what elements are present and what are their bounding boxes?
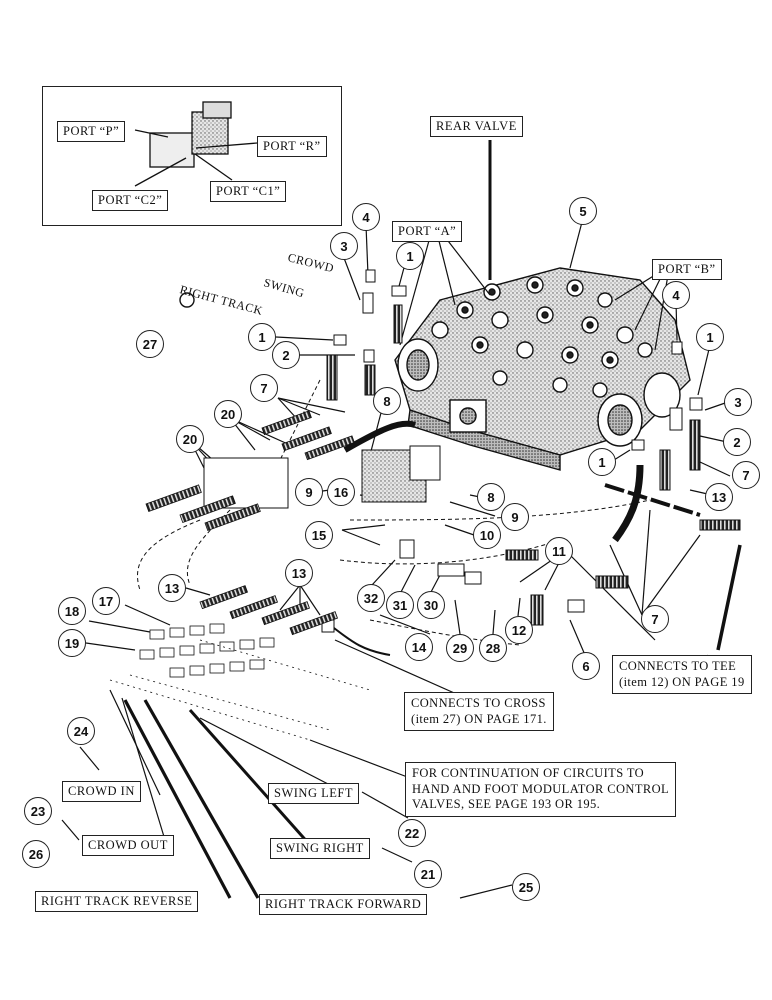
callout-4: 4 xyxy=(352,203,380,231)
callout-7: 7 xyxy=(732,461,760,489)
callout-1: 1 xyxy=(588,448,616,476)
crowd-in-label: CROWD IN xyxy=(62,781,141,802)
callout-25: 25 xyxy=(512,873,540,901)
callout-27: 27 xyxy=(136,330,164,358)
callout-6: 6 xyxy=(572,652,600,680)
callout-24: 24 xyxy=(67,717,95,745)
right-track-forward-label: RIGHT TRACK FORWARD xyxy=(259,894,428,915)
callout-20: 20 xyxy=(176,425,204,453)
callout-28: 28 xyxy=(479,634,507,662)
callout-5: 5 xyxy=(569,197,597,225)
callout-10: 10 xyxy=(473,521,501,549)
callout-22: 22 xyxy=(398,819,426,847)
callout-31: 31 xyxy=(386,591,414,619)
callout-16: 16 xyxy=(327,478,355,506)
rear-valve-label: REAR VALVE xyxy=(430,116,523,137)
callout-11: 11 xyxy=(545,537,573,565)
callout-19: 19 xyxy=(58,629,86,657)
callout-1: 1 xyxy=(248,323,276,351)
callout-3: 3 xyxy=(724,388,752,416)
hose-bundles xyxy=(109,292,371,741)
callout-26: 26 xyxy=(22,840,50,868)
swing-left-label: SWING LEFT xyxy=(268,783,359,804)
callout-8: 8 xyxy=(373,387,401,415)
callout-17: 17 xyxy=(92,587,120,615)
callout-8: 8 xyxy=(477,483,505,511)
callout-13: 13 xyxy=(705,483,733,511)
inset-port-r-label: PORT “R” xyxy=(257,136,327,157)
callout-12: 12 xyxy=(505,616,533,644)
callout-13: 13 xyxy=(158,574,186,602)
port-a-label: PORT “A” xyxy=(392,221,463,242)
callout-15: 15 xyxy=(305,521,333,549)
callout-21: 21 xyxy=(414,860,442,888)
callout-3: 3 xyxy=(330,232,358,260)
continuation-note: FOR CONTINUATION OF CIRCUITS TO HAND AND… xyxy=(405,762,677,817)
callout-14: 14 xyxy=(405,633,433,661)
connects-to-tee-note: CONNECTS TO TEE (item 12) ON PAGE 19 xyxy=(612,655,752,695)
callout-18: 18 xyxy=(58,597,86,625)
callout-2: 2 xyxy=(723,428,751,456)
callout-1: 1 xyxy=(396,242,424,270)
callout-7: 7 xyxy=(641,605,669,633)
port-b-label: PORT “B” xyxy=(652,259,722,280)
connects-to-cross-note: CONNECTS TO CROSS (item 27) ON PAGE 171. xyxy=(404,692,554,732)
right-track-reverse-label: RIGHT TRACK REVERSE xyxy=(35,891,199,912)
inset-port-c1-label: PORT “C1” xyxy=(210,181,287,202)
inset-port-c2-label: PORT “C2” xyxy=(92,190,169,211)
fittings xyxy=(203,269,741,633)
callout-13: 13 xyxy=(285,559,313,587)
crowd-out-label: CROWD OUT xyxy=(82,835,174,856)
callout-9: 9 xyxy=(295,478,323,506)
callout-29: 29 xyxy=(446,634,474,662)
callout-32: 32 xyxy=(357,584,385,612)
callout-2: 2 xyxy=(272,341,300,369)
swing-right-label: SWING RIGHT xyxy=(270,838,370,859)
callout-4: 4 xyxy=(662,281,690,309)
hose-lines xyxy=(137,379,701,656)
callout-23: 23 xyxy=(24,797,52,825)
inset-valve-drawing xyxy=(134,101,258,187)
callout-30: 30 xyxy=(417,591,445,619)
callout-7: 7 xyxy=(250,374,278,402)
inset-port-p-label: PORT “P” xyxy=(57,121,126,142)
callout-1: 1 xyxy=(696,323,724,351)
port-inset-frame xyxy=(42,86,342,226)
rear-valve-body xyxy=(394,267,691,471)
callout-20: 20 xyxy=(214,400,242,428)
callout-9: 9 xyxy=(501,503,529,531)
